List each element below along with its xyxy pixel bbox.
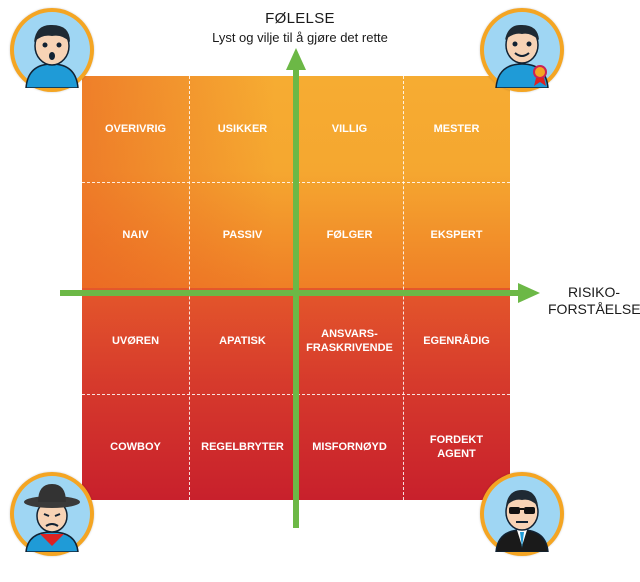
grid-cell-label: UVØREN [111, 335, 160, 347]
grid-cell-label: REGELBRYTER [201, 441, 284, 453]
grid-cell-label: FØLGER [326, 229, 373, 241]
grid-cell-label: FORDEKT AGENT [429, 434, 484, 460]
grid-cell-label: COWBOY [110, 441, 161, 453]
grid-divider [189, 76, 190, 500]
x-axis-title-line2: FORSTÅELSE [548, 301, 640, 317]
grid-cell-label: APATISK [219, 335, 266, 347]
grid-cell-label: EGENRÅDIG [423, 335, 490, 347]
grid-cell-label: VILLIG [331, 123, 368, 135]
person-with-medal-icon [480, 8, 564, 92]
y-axis-arrow [286, 48, 306, 70]
grid-cell-label: MISFORNØYD [312, 441, 387, 453]
grid-cell-label: OVERIVRIG [104, 123, 167, 135]
grid-cell-label: MESTER [433, 123, 480, 135]
worried-person-icon [10, 8, 94, 92]
x-axis-arrow [518, 283, 540, 303]
y-axis-title: FØLELSE [265, 10, 335, 27]
grid-divider [403, 76, 404, 500]
grid-cell-label: EKSPERT [430, 229, 483, 241]
agent-with-sunglasses-icon [480, 472, 564, 556]
grid-cell-label: NAIV [122, 229, 149, 241]
grid-cell-label: USIKKER [217, 123, 268, 135]
x-axis-title-line1: RISIKO- [567, 284, 621, 300]
grid-cell-label: ANSVARS- FRASKRIVENDE [306, 328, 393, 354]
y-axis-subtitle: Lyst og vilje til å gjøre det rette [212, 30, 388, 45]
cowboy-with-bandana-icon [10, 472, 94, 556]
grid-cell-label: PASSIV [222, 229, 263, 241]
